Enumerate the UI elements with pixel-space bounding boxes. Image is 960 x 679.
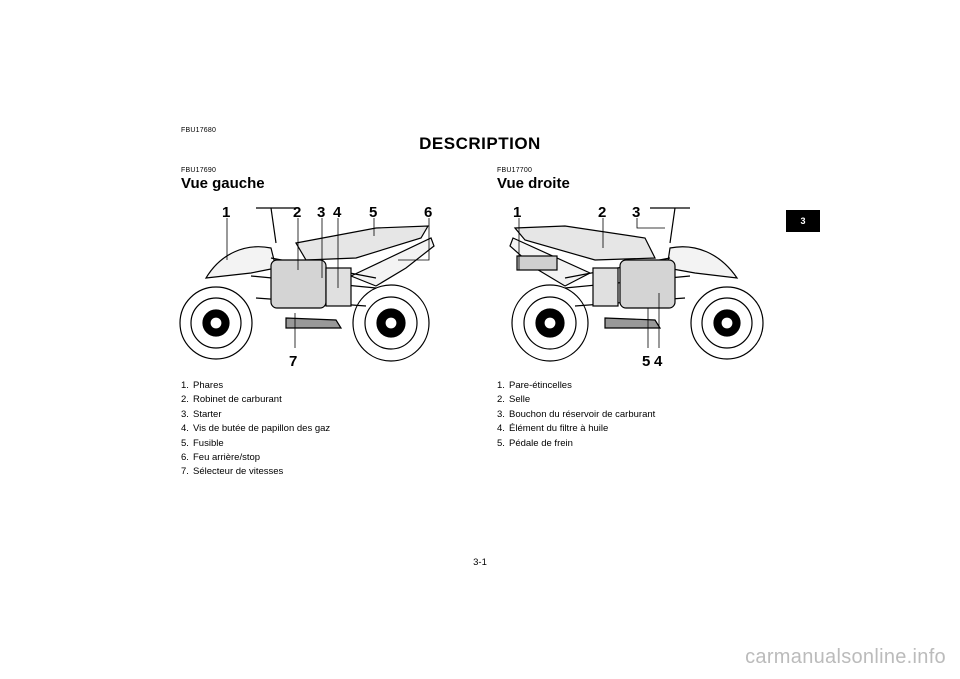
legend-item: 1.Pare-étincelles xyxy=(497,380,572,391)
rear-wheel xyxy=(352,284,430,362)
right-callout-5: 5 xyxy=(642,353,650,370)
right-legend: 1.Pare-étincelles 2.Selle 3.Bouchon du r… xyxy=(497,379,655,451)
right-callout-1: 1 xyxy=(513,204,521,221)
rear-wheel xyxy=(511,284,589,362)
left-callout-6: 6 xyxy=(424,204,432,221)
front-fender xyxy=(204,246,277,279)
legend-item: 1.Phares xyxy=(181,380,224,391)
engine xyxy=(619,259,676,309)
left-view-illustration: 1 2 3 4 5 6 7 xyxy=(179,204,435,370)
legend-item: 5.Fusible xyxy=(181,437,224,449)
legend-item: 3.Starter xyxy=(181,408,222,420)
handlebar xyxy=(650,207,690,244)
legend-item: 4.Élément du filtre à huile xyxy=(497,423,609,435)
legend-item: 5.Pédale de frein xyxy=(497,437,573,449)
section-code: FBU17680 xyxy=(181,127,217,134)
front-wheel xyxy=(690,286,764,360)
engine xyxy=(270,259,327,309)
watermark: carmanualsonline.info xyxy=(745,646,946,668)
right-callout-3: 3 xyxy=(632,204,640,221)
legend-item: 4.Vis de butée de papillon des gaz xyxy=(181,423,331,435)
muffler xyxy=(516,255,558,271)
front-wheel xyxy=(179,286,253,360)
chapter-tab[interactable]: 3 xyxy=(786,210,820,232)
left-view-title: Vue gauche xyxy=(181,175,265,192)
left-legend: 1.Phares 2.Robinet de carburant 3.Starte… xyxy=(181,379,330,480)
legend-item: 3.Bouchon du réservoir de carburant xyxy=(497,408,656,420)
right-callout-2: 2 xyxy=(598,204,606,221)
left-callout-3: 3 xyxy=(317,204,325,221)
legend-item: 7.Sélecteur de vitesses xyxy=(181,466,284,478)
left-callout-4: 4 xyxy=(333,204,342,221)
seat xyxy=(513,225,656,261)
left-callout-2: 2 xyxy=(293,204,301,221)
legend-item: 6.Feu arrière/stop xyxy=(181,452,261,464)
page-number: 3-1 xyxy=(473,557,487,568)
handlebar xyxy=(256,207,296,244)
legend-item: 2.Robinet de carburant xyxy=(181,394,282,406)
page-title: DESCRIPTION xyxy=(419,134,541,153)
rear-fender xyxy=(349,237,435,287)
right-section-code: FBU17700 xyxy=(497,167,533,174)
legend-item: 2.Selle xyxy=(497,394,531,406)
left-callout-5: 5 xyxy=(369,204,377,221)
left-section-code: FBU17690 xyxy=(181,167,217,174)
right-view-illustration: 1 2 3 5 4 xyxy=(509,204,764,370)
right-view-title: Vue droite xyxy=(497,175,570,192)
left-callout-7: 7 xyxy=(289,353,297,370)
right-callout-4: 4 xyxy=(654,353,663,370)
front-fender xyxy=(666,246,739,279)
left-callout-1: 1 xyxy=(222,204,230,221)
